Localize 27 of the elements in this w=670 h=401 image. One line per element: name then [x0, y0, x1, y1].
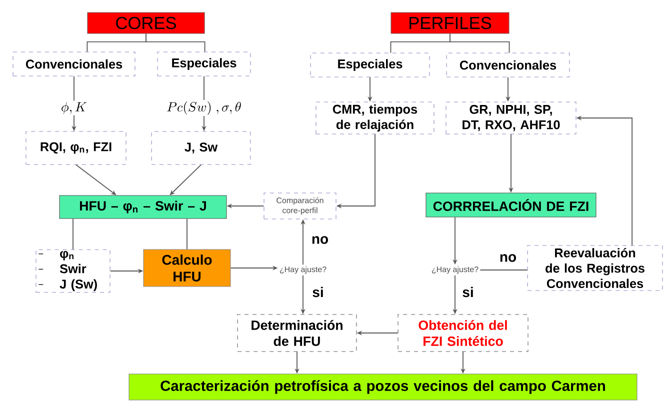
- header-box: PERFILES: [390, 12, 510, 34]
- edge-label: si: [310, 286, 326, 298]
- edge-label: no: [310, 234, 330, 246]
- data-box: CMR, tiempos de relajación: [316, 102, 434, 134]
- header-box: CORES: [87, 12, 205, 34]
- category-box: Especiales: [157, 52, 251, 76]
- edge-label: $\phi, K$: [60, 100, 88, 116]
- category-box: Convencionales: [446, 52, 570, 78]
- data-box: RQI, φ$_{n}$, FZI: [26, 131, 126, 165]
- category-box: Convencionales: [12, 52, 136, 76]
- data-box: J, Sw: [151, 131, 251, 165]
- process-box: Calculo HFU: [143, 249, 231, 287]
- result-box: Obtención del FZI Sintético: [398, 314, 528, 352]
- edge-label: $Pc(Sw)\ ,\sigma, \theta$: [165, 100, 243, 116]
- decision-text: ¿Hay ajuste?: [430, 264, 480, 276]
- process-box: Reevaluación de los Registros Convencionales: [527, 245, 663, 291]
- category-box: Especiales: [310, 52, 430, 78]
- data-box: GR, NPHI, SP, DT, RXO, AHF10: [446, 102, 576, 134]
- process-box: HFU – φ$_{n}$ – Swir – J: [59, 195, 227, 219]
- edge-label: si: [460, 286, 476, 298]
- edge-label: no: [498, 252, 518, 264]
- note-box: Comparación core-perfil: [264, 192, 336, 220]
- result-box: Determinación de HFU: [237, 314, 357, 352]
- process-box: CORRRELACIÓN DE FZI: [426, 192, 596, 218]
- list-box: φ$_{n}$ Swir J (Sw): [36, 249, 110, 293]
- decision-text: ¿Hay ajuste?: [278, 264, 328, 276]
- result-banner: Caracterización petrofísica a pozos vecinos del campo Carmen: [128, 374, 638, 400]
